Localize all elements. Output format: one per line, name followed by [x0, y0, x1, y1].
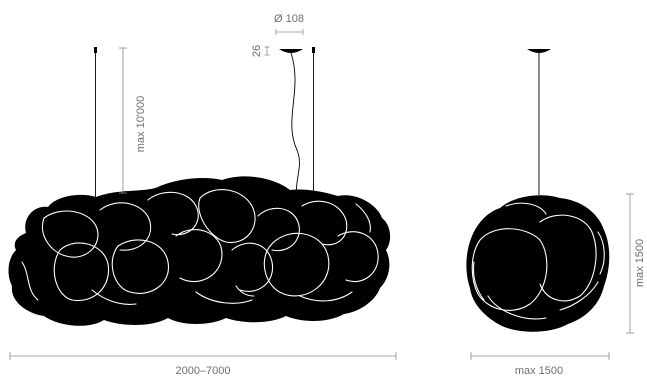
cloud-contour: [539, 214, 597, 302]
cloud-contour: [111, 239, 169, 294]
cloud-contour: [559, 281, 599, 311]
canopy-height-label: 26: [251, 45, 263, 57]
cloud-contour: [355, 203, 371, 233]
canopy-diameter-dimension: Ø 108: [274, 13, 304, 35]
cloud-contour: [175, 229, 223, 283]
cloud-contour: [301, 200, 348, 246]
front-view: max 1500 max 1500: [466, 49, 646, 377]
cloud-contour: [263, 232, 330, 297]
cloud-contour: [21, 261, 39, 301]
cloud-contour: [337, 231, 379, 282]
cloud-contour: [597, 231, 605, 275]
cloud-contour: [195, 291, 253, 304]
cloud-contour: [487, 295, 547, 320]
cloud-contour: [42, 210, 99, 258]
front-width-label: max 1500: [515, 365, 563, 377]
cloud-contour: [91, 289, 137, 305]
front-view-suspension: [527, 49, 551, 195]
cloud-contour: [299, 291, 353, 302]
front-view-cloud-body: [466, 195, 610, 332]
cloud-contour: [231, 242, 274, 292]
power-cable: [290, 52, 301, 206]
side-width-label: 2000–7000: [175, 365, 230, 377]
canopy-diameter-label: Ø 108: [274, 13, 304, 25]
cloud-contour: [257, 207, 300, 252]
side-view-suspension-wires: [94, 47, 315, 206]
right-ceiling-anchor: [312, 47, 315, 53]
front-height-dimension: max 1500: [626, 193, 646, 334]
front-cloud-silhouette: [466, 195, 610, 332]
front-height-label: max 1500: [634, 239, 646, 287]
suspension-length-label: max 10'000: [135, 96, 147, 153]
side-view: Ø 108 26 max 10'000 2000–7000: [8, 13, 397, 377]
left-ceiling-anchor: [94, 47, 97, 53]
side-view-cloud-body: [8, 176, 391, 326]
cloud-contour: [99, 202, 152, 251]
cloud-contour: [198, 189, 256, 244]
front-width-dimension: max 1500: [470, 352, 610, 377]
side-cloud-silhouette: [8, 176, 391, 326]
canopy: [279, 49, 303, 53]
cloud-contour: [53, 242, 110, 302]
cloud-contour: [472, 261, 485, 301]
canopy-height-dimension: 26: [251, 45, 270, 57]
cloud-contour: [505, 202, 547, 215]
cloud-contour: [471, 228, 548, 311]
side-width-dimension: 2000–7000: [9, 352, 397, 377]
cloud-contour: [235, 285, 255, 297]
cloud-contour: [147, 191, 199, 236]
front-canopy: [527, 49, 551, 53]
suspension-length-dimension: max 10'000: [119, 47, 147, 194]
